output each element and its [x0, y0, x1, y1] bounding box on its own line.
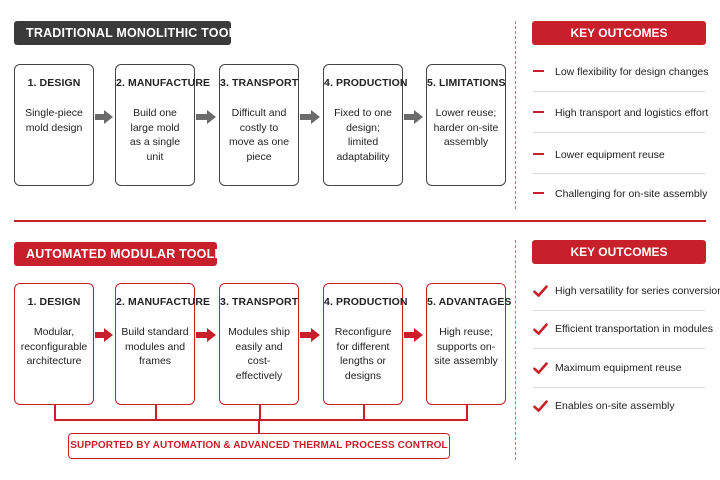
- red-dash-icon: [533, 153, 544, 156]
- vertical-divider: [515, 21, 516, 209]
- outcome-divider: [533, 91, 705, 92]
- arrow-right-icon: [414, 110, 423, 124]
- traditional-outcome-item: Lower equipment reuse: [533, 147, 713, 163]
- step-description: Lower reuse; harder on-site assembly: [433, 107, 499, 148]
- arrow-right-icon: [300, 114, 313, 120]
- red-dash-icon: [533, 70, 544, 73]
- arrow-right-icon: [104, 110, 113, 124]
- traditional-step-limitations: 5. LIMITATIONS Lower reuse; harder on-si…: [426, 64, 506, 186]
- step-description: Reconfigure for different lengths or des…: [334, 326, 392, 382]
- arrow-right-icon: [196, 332, 209, 338]
- arrow-right-icon: [311, 110, 320, 124]
- step-description: High reuse; supports on-site assembly: [434, 326, 498, 367]
- red-checkmark-icon: [533, 323, 548, 336]
- traditional-step-manufacture: 2. MANUFACTURE Build one large mold as a…: [115, 64, 211, 186]
- step-title: 2. MANUFACTURE: [116, 77, 211, 89]
- section-divider: [14, 220, 706, 222]
- step-title: 2. MANUFACTURE: [116, 296, 211, 308]
- modular-step-transport: 3. TRANSPORT Modules ship easily and cos…: [219, 283, 299, 405]
- outcome-divider: [533, 132, 705, 133]
- modular-outcome-item: Efficient transportation in modules: [533, 321, 713, 337]
- arrow-right-icon: [300, 332, 313, 338]
- arrow-right-icon: [95, 332, 106, 338]
- step-title: 1. DESIGN: [27, 77, 81, 89]
- traditional-step-design: 1. DESIGN Single-piece mold design: [14, 64, 94, 186]
- red-checkmark-icon: [533, 285, 548, 298]
- arrow-right-icon: [104, 328, 113, 342]
- step-description: Fixed to one design; limited adaptabilit…: [334, 107, 392, 163]
- bracket-line: [54, 419, 468, 421]
- bracket-connector: [155, 405, 157, 420]
- outcome-text: Challenging for on-site assembly: [555, 188, 708, 200]
- bracket-connector: [54, 405, 56, 420]
- step-title: 5. ADVANTAGES: [427, 296, 512, 308]
- traditional-section-header: TRADITIONAL MONOLITHIC TOOLING: [14, 21, 259, 45]
- traditional-outcome-item: Challenging for on-site assembly: [533, 186, 713, 202]
- outcome-text: Efficient transportation in modules: [555, 323, 713, 335]
- modular-step-manufacture: 2. MANUFACTURE Build standard modules an…: [115, 283, 211, 405]
- step-title: 1. DESIGN: [27, 296, 81, 308]
- outcome-text: High transport and logistics effort: [555, 107, 709, 119]
- step-description: Single-piece mold design: [25, 107, 83, 134]
- arrow-right-icon: [207, 110, 216, 124]
- outcome-text: Maximum equipment reuse: [555, 362, 682, 374]
- modular-step-advantages: 5. ADVANTAGES High reuse; supports on-si…: [426, 283, 512, 405]
- step-description: Modules ship easily and cost-effectively: [228, 326, 290, 382]
- step-description: Build standard modules and frames: [121, 326, 189, 367]
- step-title: 4. PRODUCTION: [324, 296, 408, 308]
- step-title: 3. TRANSPORT: [220, 296, 299, 308]
- step-description: Modular, reconfigurable architecture: [20, 326, 88, 367]
- modular-section-header: AUTOMATED MODULAR TOOLING: [14, 242, 237, 266]
- outcome-text: Low flexibility for design changes: [555, 66, 709, 78]
- outcome-divider: [533, 387, 705, 388]
- arrow-right-icon: [404, 332, 416, 338]
- traditional-outcomes-header: KEY OUTCOMES: [532, 21, 706, 45]
- arrow-right-icon: [414, 328, 423, 342]
- red-dash-icon: [533, 111, 544, 114]
- outcome-text: Enables on-site assembly: [555, 400, 675, 412]
- traditional-outcome-item: Low flexibility for design changes: [533, 64, 713, 80]
- vertical-divider: [515, 240, 516, 460]
- traditional-step-production: 4. PRODUCTION Fixed to one design; limit…: [323, 64, 408, 186]
- red-checkmark-icon: [533, 400, 548, 413]
- step-title: 3. TRANSPORT: [220, 77, 299, 89]
- step-title: 4. PRODUCTION: [324, 77, 408, 89]
- traditional-outcome-item: High transport and logistics effort: [533, 105, 713, 121]
- modular-outcome-item: High versatility for series conversion: [533, 283, 720, 299]
- modular-step-production: 4. PRODUCTION Reconfigure for different …: [323, 283, 408, 405]
- modular-outcome-item: Enables on-site assembly: [533, 398, 713, 414]
- red-dash-icon: [533, 192, 544, 195]
- bracket-connector: [466, 405, 468, 420]
- support-banner: SUPPORTED BY AUTOMATION & ADVANCED THERM…: [68, 433, 450, 459]
- step-description: Build one large mold as a single unit: [129, 107, 181, 163]
- outcome-text: High versatility for series conversion: [555, 285, 720, 297]
- modular-step-design: 1. DESIGN Modular, reconfigurable archit…: [14, 283, 94, 405]
- outcome-text: Lower equipment reuse: [555, 149, 665, 161]
- arrow-right-icon: [404, 114, 416, 120]
- arrow-right-icon: [311, 328, 320, 342]
- arrow-right-icon: [207, 328, 216, 342]
- bracket-connector: [259, 405, 261, 420]
- outcome-divider: [533, 348, 705, 349]
- red-checkmark-icon: [533, 362, 548, 375]
- traditional-step-transport: 3. TRANSPORT Difficult and costly to mov…: [219, 64, 299, 186]
- step-description: Difficult and costly to move as one piec…: [228, 107, 290, 163]
- step-title: 5. LIMITATIONS: [427, 77, 506, 89]
- outcome-divider: [533, 173, 705, 174]
- modular-outcome-item: Maximum equipment reuse: [533, 360, 713, 376]
- modular-outcomes-header: KEY OUTCOMES: [532, 240, 706, 264]
- arrow-right-icon: [95, 114, 106, 120]
- arrow-right-icon: [196, 114, 209, 120]
- bracket-connector: [258, 420, 260, 434]
- outcome-divider: [533, 310, 705, 311]
- bracket-connector: [363, 405, 365, 420]
